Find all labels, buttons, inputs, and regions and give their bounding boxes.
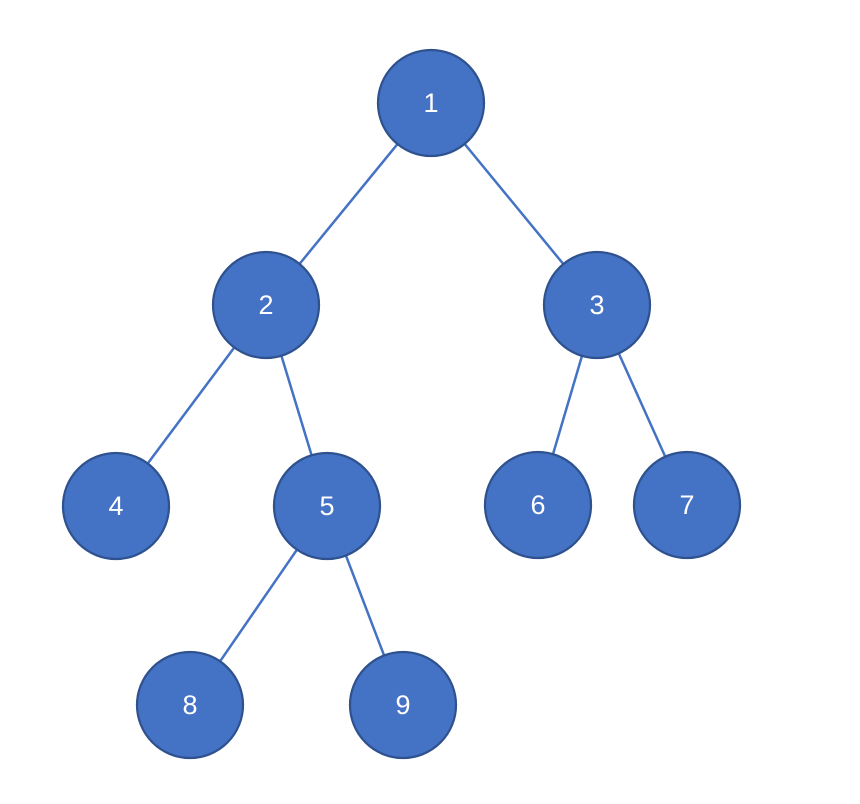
node-label: 7 — [679, 490, 694, 520]
tree-node-8[interactable]: 8 — [135, 650, 245, 760]
node-circle — [61, 451, 171, 561]
node-label: 9 — [395, 690, 410, 720]
node-circle — [632, 450, 742, 560]
node-circle — [211, 250, 321, 360]
node-circle — [135, 650, 245, 760]
node-label: 8 — [182, 690, 197, 720]
node-label: 6 — [530, 490, 545, 520]
tree-node-9[interactable]: 9 — [348, 650, 458, 760]
node-circle — [542, 250, 652, 360]
node-label: 1 — [423, 88, 438, 118]
node-label: 3 — [589, 290, 604, 320]
tree-node-1[interactable]: 1 — [376, 48, 486, 158]
node-circle — [272, 451, 382, 561]
node-circle — [483, 450, 593, 560]
node-label: 4 — [108, 491, 123, 521]
tree-node-2[interactable]: 2 — [211, 250, 321, 360]
tree-node-7[interactable]: 7 — [632, 450, 742, 560]
tree-node-3[interactable]: 3 — [542, 250, 652, 360]
node-label: 5 — [319, 491, 334, 521]
edges-layer — [114, 102, 689, 706]
nodes-layer: 1 2 3 4 5 6 7 8 9 — [61, 48, 742, 760]
node-label: 2 — [258, 290, 273, 320]
tree-node-5[interactable]: 5 — [272, 451, 382, 561]
tree-node-6[interactable]: 6 — [483, 450, 593, 560]
tree-node-4[interactable]: 4 — [61, 451, 171, 561]
node-circle — [376, 48, 486, 158]
node-circle — [348, 650, 458, 760]
